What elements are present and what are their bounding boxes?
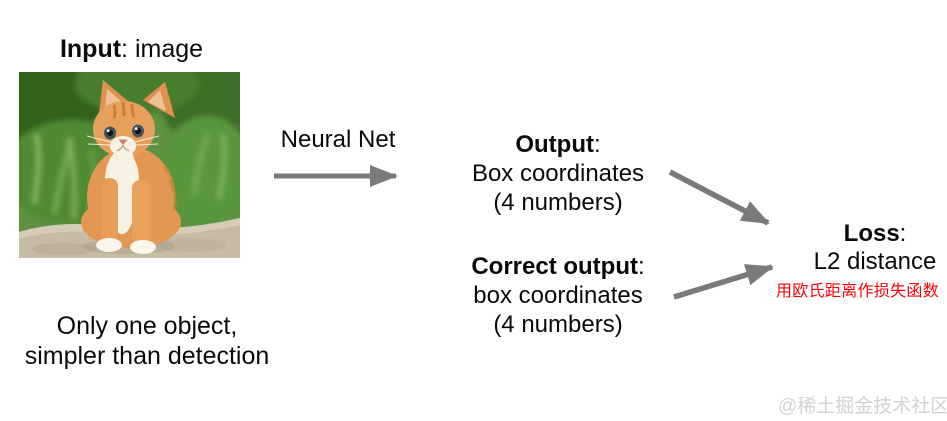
- kitten-photo: [0, 48, 277, 258]
- loss-title: Loss:: [800, 220, 947, 248]
- input-label-rest: : image: [121, 35, 204, 63]
- loss-line2: L2 distance: [813, 248, 937, 275]
- output-line2: Box coordinates: [471, 160, 645, 187]
- kitten-eyes: [104, 124, 144, 140]
- output-line3: (4 numbers): [493, 189, 623, 216]
- kitten-whiskers: [86, 135, 160, 146]
- loss-title-colon: :: [899, 220, 907, 247]
- note-block: Only one object, simpler than detection: [16, 311, 278, 371]
- output-title: Output:: [448, 130, 668, 159]
- output-title-bold: Output: [515, 131, 594, 158]
- loss-title-bold: Loss: [843, 220, 900, 247]
- loss-block: Loss: L2 distance: [800, 220, 947, 276]
- input-label: Input: image: [21, 34, 242, 64]
- correct-output-block: Correct output: box coordinates (4 numbe…: [448, 252, 668, 339]
- watermark: @稀土掘金技术社区: [778, 396, 947, 417]
- note-line1: Only one object,: [56, 312, 238, 340]
- kitten-photo-illustration: [0, 48, 277, 258]
- loss-annotation-chinese: 用欧氏距离作损失函数: [776, 283, 940, 300]
- input-label-bold: Input: [59, 35, 122, 63]
- correct-output-line2: box coordinates: [473, 282, 643, 309]
- output-to-loss-arrow-icon: [668, 169, 770, 226]
- correct-output-title-colon: :: [637, 253, 645, 280]
- kitten: [81, 80, 181, 254]
- correct-output-title-bold: Correct output: [471, 253, 638, 280]
- output-block: Output: Box coordinates (4 numbers): [448, 130, 668, 217]
- output-title-colon: :: [593, 131, 601, 158]
- correct-output-line3: (4 numbers): [493, 311, 623, 338]
- correct-to-loss-arrow-icon: [673, 264, 774, 300]
- neural-net-label: Neural Net: [280, 126, 396, 153]
- note-line2: simpler than detection: [24, 342, 270, 370]
- correct-output-title: Correct output:: [448, 252, 668, 281]
